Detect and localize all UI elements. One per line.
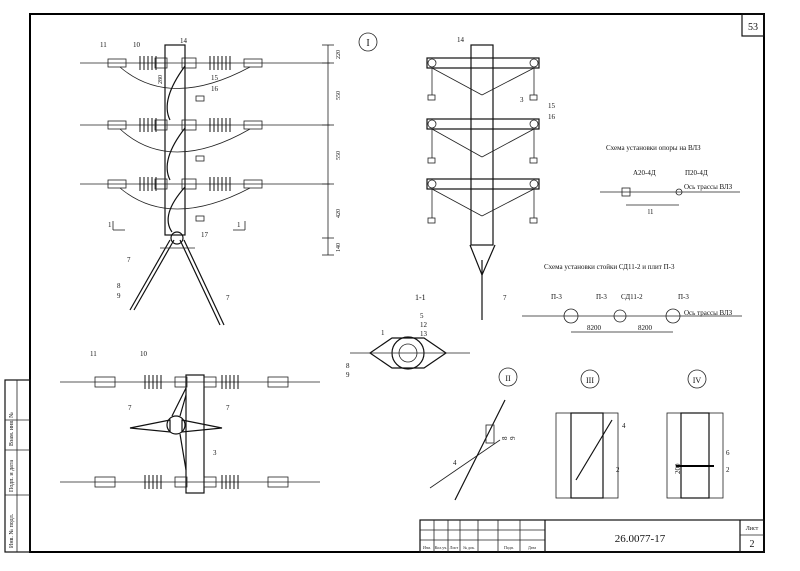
title-headers: Изм. Кол.уч. Лист № док. Подп. Дата bbox=[423, 545, 536, 550]
detail-ii: II 4 8 9 bbox=[429, 367, 518, 501]
section-1-1: 1-1 1 5 12 13 8 9 bbox=[346, 293, 470, 379]
svg-text:220: 220 bbox=[336, 50, 342, 59]
svg-text:IV: IV bbox=[693, 376, 702, 385]
svg-text:1-1: 1-1 bbox=[415, 293, 426, 302]
svg-text:3: 3 bbox=[213, 449, 217, 457]
svg-text:15: 15 bbox=[211, 74, 219, 82]
callout-labels: 11 10 14 15 16 17 7 8 9 7 1 1 bbox=[100, 37, 241, 302]
svg-text:П-3: П-3 bbox=[596, 293, 607, 301]
svg-text:Подп.: Подп. bbox=[504, 545, 514, 550]
svg-text:9: 9 bbox=[509, 436, 517, 440]
svg-text:А20-4Д: А20-4Д bbox=[633, 169, 656, 177]
svg-text:11: 11 bbox=[90, 350, 97, 358]
svg-text:2: 2 bbox=[726, 466, 730, 474]
svg-text:14: 14 bbox=[180, 37, 188, 45]
svg-text:Схема установки стойки СД11-2: Схема установки стойки СД11-2 и плит П-3 bbox=[544, 263, 675, 271]
struts bbox=[129, 231, 225, 326]
svg-text:140: 140 bbox=[336, 243, 342, 252]
svg-text:10: 10 bbox=[133, 41, 141, 49]
svg-text:2: 2 bbox=[616, 466, 620, 474]
svg-text:17: 17 bbox=[201, 231, 209, 239]
svg-text:4: 4 bbox=[453, 459, 457, 467]
svg-text:200: 200 bbox=[674, 463, 682, 474]
svg-text:П20-4Д: П20-4Д bbox=[685, 169, 708, 177]
svg-text:Подп. и дата: Подп. и дата bbox=[9, 460, 15, 492]
sheet-label: Лист bbox=[746, 526, 759, 532]
svg-text:550: 550 bbox=[336, 151, 342, 160]
svg-text:7: 7 bbox=[226, 294, 230, 302]
svg-text:I: I bbox=[366, 38, 369, 49]
svg-text:8200: 8200 bbox=[638, 324, 653, 332]
scheme-post-plates: Схема установки стойки СД11-2 и плит П-3… bbox=[522, 263, 742, 333]
detail-iv: IV 6 2 200 bbox=[666, 369, 730, 499]
svg-text:8: 8 bbox=[501, 436, 509, 440]
dimension-values: 220 550 550 420 140 280 bbox=[158, 50, 342, 252]
svg-text:4: 4 bbox=[622, 422, 626, 430]
svg-text:№ док.: № док. bbox=[463, 545, 475, 550]
svg-text:Инв. № подл.: Инв. № подл. bbox=[9, 513, 15, 548]
svg-text:7: 7 bbox=[128, 404, 132, 412]
svg-text:14: 14 bbox=[457, 36, 465, 44]
svg-text:550: 550 bbox=[336, 91, 342, 100]
insulator-strings bbox=[107, 56, 263, 233]
svg-text:5: 5 bbox=[420, 312, 424, 320]
svg-text:3: 3 bbox=[520, 96, 524, 104]
plan-view: 11 10 7 7 3 bbox=[60, 350, 320, 494]
detail-iii: III 4 2 bbox=[555, 369, 626, 499]
svg-text:13: 13 bbox=[420, 330, 428, 338]
sheet-frame bbox=[4, 13, 765, 553]
svg-text:8: 8 bbox=[346, 362, 350, 370]
svg-text:7: 7 bbox=[226, 404, 230, 412]
svg-text:1: 1 bbox=[108, 221, 112, 229]
sheet-number: 2 bbox=[750, 539, 755, 550]
svg-text:II: II bbox=[505, 374, 511, 383]
svg-text:7: 7 bbox=[503, 294, 507, 302]
svg-text:10: 10 bbox=[140, 350, 148, 358]
svg-text:Взам. инв. №: Взам. инв. № bbox=[9, 412, 15, 446]
dimension-chain bbox=[322, 44, 334, 256]
svg-text:8: 8 bbox=[117, 282, 121, 290]
view-marker-i bbox=[358, 32, 378, 52]
svg-text:III: III bbox=[586, 376, 594, 385]
svg-text:Схема установки опоры на ВЛЗ: Схема установки опоры на ВЛЗ bbox=[606, 144, 701, 152]
right-support-view: 14 3 15 16 7 bbox=[426, 36, 556, 320]
svg-text:1: 1 bbox=[381, 329, 385, 337]
svg-text:П-3: П-3 bbox=[678, 293, 689, 301]
svg-text:16: 16 bbox=[211, 85, 219, 93]
svg-text:l1: l1 bbox=[648, 208, 654, 216]
left-support-view: 220 550 550 420 140 280 11 10 14 15 16 1… bbox=[80, 37, 342, 326]
svg-text:280: 280 bbox=[158, 75, 164, 84]
svg-text:16: 16 bbox=[548, 113, 556, 121]
side-labels: Инв. № подл. Подп. и дата Взам. инв. № bbox=[9, 412, 15, 548]
svg-text:Лист: Лист bbox=[450, 545, 459, 550]
svg-text:9: 9 bbox=[117, 292, 121, 300]
svg-text:7: 7 bbox=[127, 256, 131, 264]
svg-text:Дата: Дата bbox=[528, 545, 536, 550]
scheme-support-placement: Схема установки опоры на ВЛЗ А20-4Д П20-… bbox=[600, 144, 740, 216]
svg-text:12: 12 bbox=[420, 321, 428, 329]
page-number: 53 bbox=[748, 22, 758, 33]
svg-text:Кол.уч.: Кол.уч. bbox=[435, 545, 447, 550]
svg-text:СД11-2: СД11-2 bbox=[621, 293, 643, 301]
svg-text:1: 1 bbox=[237, 221, 241, 229]
svg-text:8200: 8200 bbox=[587, 324, 602, 332]
svg-text:420: 420 bbox=[336, 209, 342, 218]
svg-text:Изм.: Изм. bbox=[423, 545, 431, 550]
svg-text:Ось трассы ВЛЗ: Ось трассы ВЛЗ bbox=[684, 309, 733, 317]
svg-text:9: 9 bbox=[346, 371, 350, 379]
svg-text:11: 11 bbox=[100, 41, 107, 49]
svg-text:П-3: П-3 bbox=[551, 293, 562, 301]
doc-code: 26.0077-17 bbox=[615, 533, 666, 545]
svg-text:Ось трассы ВЛЗ: Ось трассы ВЛЗ bbox=[684, 183, 733, 191]
svg-text:6: 6 bbox=[726, 449, 730, 457]
svg-text:15: 15 bbox=[548, 102, 556, 110]
